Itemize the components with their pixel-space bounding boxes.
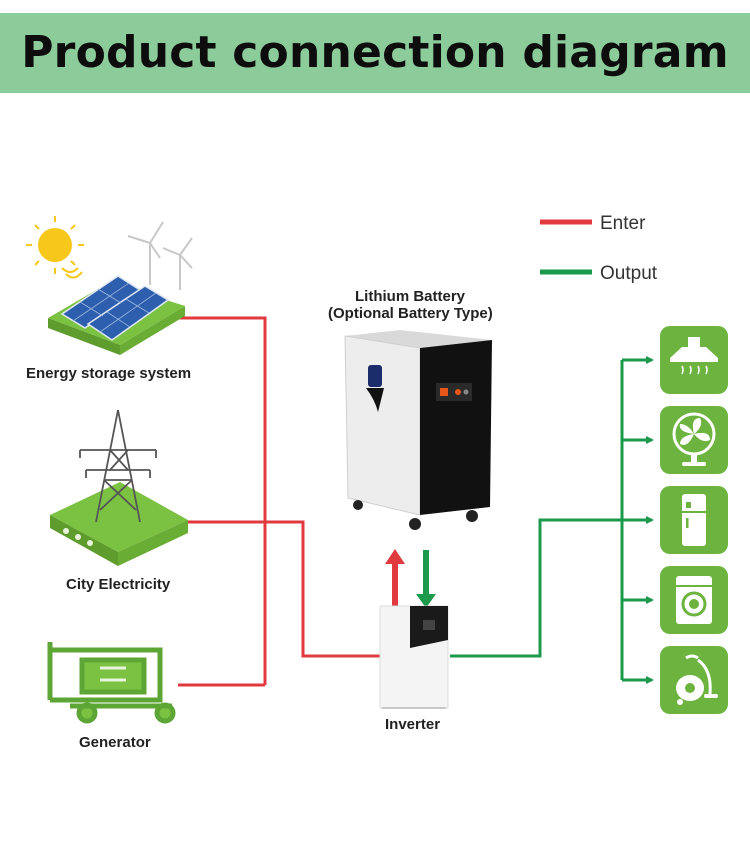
wind-turbine-icon bbox=[127, 221, 193, 290]
appliance-range-hood bbox=[660, 326, 728, 394]
page-title: Product connection diagram bbox=[21, 27, 729, 78]
battery-display bbox=[368, 365, 382, 387]
washing-machine-icon bbox=[676, 576, 712, 624]
input-lines bbox=[178, 316, 380, 687]
vacuum-cleaner-icon bbox=[676, 654, 718, 705]
battery-inverter-arrows bbox=[385, 549, 436, 608]
energy-storage-system-illustration bbox=[26, 216, 193, 355]
inverter-label: Inverter bbox=[385, 716, 440, 733]
appliance-washing-machine bbox=[660, 566, 728, 634]
city-electricity-label: City Electricity bbox=[66, 576, 171, 593]
fan-icon bbox=[672, 412, 716, 466]
legend-output-label: Output bbox=[600, 263, 658, 284]
legend: Enter Output bbox=[540, 213, 658, 284]
city-electricity-illustration bbox=[50, 409, 188, 566]
appliance-refrigerator bbox=[660, 486, 728, 554]
lithium-battery-illustration bbox=[344, 330, 492, 530]
legend-enter-label: Enter bbox=[600, 213, 646, 234]
refrigerator-icon bbox=[682, 494, 706, 546]
inverter-illustration bbox=[379, 605, 449, 709]
transmission-tower-icon bbox=[79, 409, 157, 523]
battery-label-line1: Lithium Battery bbox=[355, 288, 466, 305]
appliance-fan bbox=[660, 406, 728, 474]
appliance-vacuum-cleaner bbox=[660, 646, 728, 714]
title-banner: Product connection diagram bbox=[0, 13, 750, 93]
inverter-display bbox=[423, 620, 435, 630]
range-hood-icon bbox=[670, 337, 718, 375]
generator-label: Generator bbox=[79, 734, 151, 751]
generator-icon bbox=[47, 642, 176, 724]
sun-icon bbox=[26, 216, 84, 279]
solar-panel-icon bbox=[60, 275, 170, 341]
energy-storage-system-label: Energy storage system bbox=[26, 365, 191, 382]
battery-label-line2: (Optional Battery Type) bbox=[328, 305, 493, 322]
output-lines bbox=[450, 356, 654, 684]
battery-control-panel bbox=[436, 383, 472, 401]
